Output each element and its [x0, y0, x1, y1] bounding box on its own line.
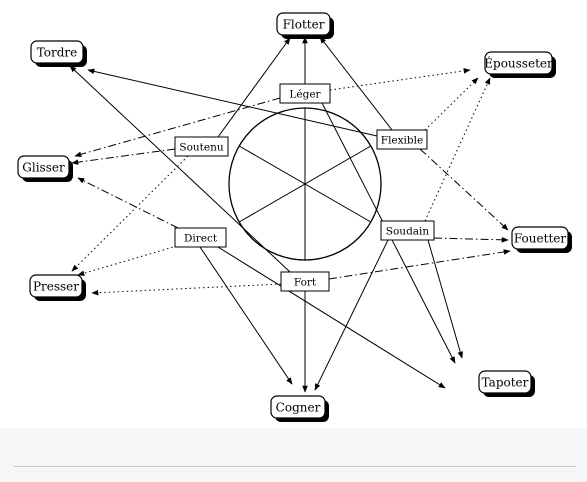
action-flotter-label: Flotter — [283, 18, 325, 32]
action-cogner-box — [270, 395, 326, 419]
arrow-flexible-to-epousseter — [424, 77, 479, 131]
arrow-soutenu-to-flotter — [217, 37, 291, 138]
footer-divider — [14, 466, 576, 467]
arrow-flexible-to-tordre — [87, 68, 378, 137]
quality-flexible-box — [376, 129, 428, 150]
quality-soutenu: Soutenu — [174, 136, 229, 157]
action-tapoter: Tapoter — [478, 370, 535, 397]
action-tordre: Tordre — [30, 40, 87, 67]
arrow-flexible-to-flotter — [319, 36, 393, 131]
action-cogner-label: Cogner — [276, 401, 321, 415]
quality-flexible: Flexible — [376, 129, 428, 150]
arrow-soutenu-to-presser — [71, 155, 189, 272]
arrow-fort-to-tordre — [69, 65, 291, 273]
quality-soudain-box — [380, 220, 435, 241]
action-fouetter-label: Fouetter — [514, 232, 566, 246]
arrow-soutenu-to-glisser — [71, 148, 176, 165]
action-presser-box — [29, 274, 83, 298]
quality-fort-box — [280, 271, 330, 292]
action-tapoter-box — [478, 370, 532, 394]
action-epousseter-label: Épousseter — [484, 56, 553, 71]
arrow-direct-to-presser — [77, 245, 178, 276]
quality-soutenu-box — [174, 136, 229, 157]
footer-band — [0, 428, 587, 482]
action-epousseter: Épousseter — [484, 51, 556, 78]
action-presser: Presser — [29, 274, 86, 301]
arrow-flexible-to-fouetter — [419, 148, 509, 231]
arrow-direct-to-glisser — [77, 177, 179, 229]
action-fouetter-box — [511, 226, 569, 250]
action-glisser: Glisser — [17, 155, 73, 182]
arrow-soudain-to-fouetter — [433, 237, 509, 243]
arrow-soudain-to-tapoter — [427, 239, 463, 359]
quality-fort: Fort — [280, 271, 330, 292]
action-tordre-box — [30, 40, 84, 64]
quality-leger-label: Léger — [289, 89, 321, 101]
action-cogner: Cogner — [270, 395, 329, 422]
effort-quality-labels: Léger Soutenu Flexible Direct Soudain Fo… — [174, 83, 435, 292]
quality-leger-box — [279, 83, 331, 104]
arrow-leger-to-epousseter — [329, 68, 471, 91]
action-glisser-box — [17, 155, 70, 179]
action-tordre-label: Tordre — [37, 46, 78, 60]
action-epousseter-box — [484, 51, 553, 75]
effort-wheel — [228, 107, 382, 261]
quality-direct-label: Direct — [184, 233, 218, 245]
arrow-fort-to-fouetter — [328, 249, 511, 280]
arrow-direct-to-tapoter — [217, 246, 446, 389]
effort-wheel-axis-descending — [238, 145, 372, 223]
quality-leger: Léger — [279, 83, 331, 104]
arrow-fort-to-presser — [91, 283, 282, 296]
action-fouetter: Fouetter — [511, 226, 572, 253]
quality-direct-box — [174, 227, 227, 248]
action-flotter: Flotter — [276, 12, 334, 39]
quality-soutenu-label: Soutenu — [179, 142, 223, 154]
arrow-direct-to-cogner — [199, 246, 293, 385]
action-presser-label: Presser — [33, 280, 79, 294]
quality-direct: Direct — [174, 227, 227, 248]
action-tapoter-label: Tapoter — [482, 376, 529, 390]
action-glisser-label: Glisser — [22, 161, 65, 175]
arrow-leger-to-glisser — [74, 97, 281, 157]
quality-soudain: Soudain — [380, 220, 435, 241]
quality-soudain-label: Soudain — [386, 226, 430, 238]
arrow-soudain-to-cogner — [314, 239, 389, 391]
quality-fort-label: Fort — [294, 277, 317, 289]
action-flotter-box — [276, 12, 331, 36]
arrow-soudain-to-epousseter — [424, 77, 491, 222]
action-labels: Flotter Tordre Épousseter Glisser Fouett — [17, 12, 572, 422]
quality-flexible-label: Flexible — [381, 135, 423, 147]
